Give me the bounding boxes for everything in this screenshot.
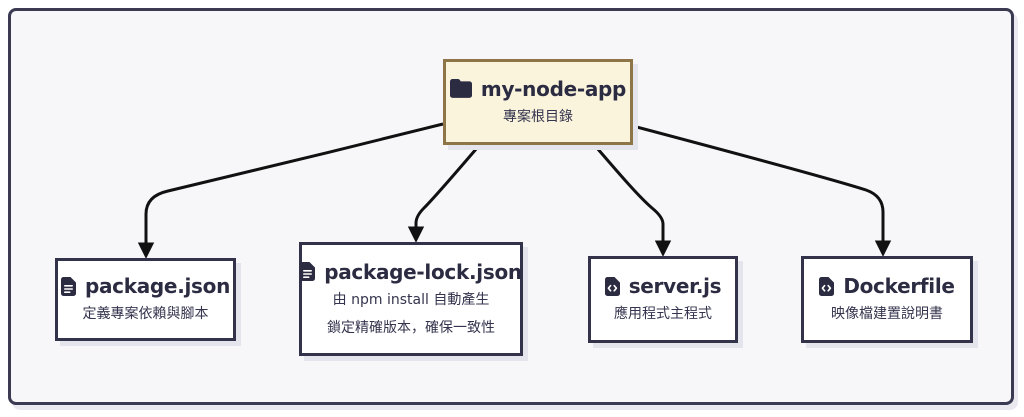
file-lines-icon	[300, 262, 316, 282]
node-title-row: package-lock.json	[300, 260, 522, 284]
node-title: package-lock.json	[324, 259, 522, 284]
node-title-row: my-node-app	[449, 76, 627, 101]
node-subtitle-line1: 由 npm install 自動產生	[332, 291, 490, 308]
node-package-json: package.json 定義專案依賴與腳本	[55, 258, 236, 341]
node-subtitle: 定義專案依賴與腳本	[82, 306, 209, 323]
node-title-row: Dockerfile	[819, 274, 955, 299]
file-code-icon	[819, 276, 835, 296]
node-subtitle: 應用程式主程式	[614, 306, 712, 323]
node-package-lock-json: package-lock.json 由 npm install 自動產生 鎖定精…	[299, 242, 523, 356]
file-code-icon	[604, 276, 620, 296]
folder-icon	[449, 79, 472, 99]
arrow-to-package-lock-json	[407, 147, 479, 243]
node-title-row: package.json	[60, 274, 231, 299]
arrow-to-server-js	[595, 147, 672, 257]
node-title: Dockerfile	[843, 274, 955, 299]
file-lines-icon	[60, 276, 76, 296]
node-title: my-node-app	[480, 76, 627, 101]
arrow-to-package-json	[137, 122, 444, 259]
node-title-row: server.js	[604, 274, 722, 299]
node-subtitle: 映像檔建置說明書	[831, 306, 943, 323]
node-root-folder: my-node-app 專案根目錄	[443, 59, 633, 145]
node-subtitle: 專案根目錄	[503, 108, 573, 125]
node-title: server.js	[628, 274, 722, 299]
node-subtitle-lines: 由 npm install 自動產生 鎖定精確版本，確保一致性	[327, 291, 495, 338]
node-dockerfile: Dockerfile 映像檔建置說明書	[801, 256, 973, 343]
node-server-js: server.js 應用程式主程式	[588, 256, 738, 343]
node-title: package.json	[84, 274, 231, 299]
node-subtitle-line2: 鎖定精確版本，確保一致性	[327, 319, 495, 336]
arrow-to-dockerfile	[632, 124, 892, 257]
